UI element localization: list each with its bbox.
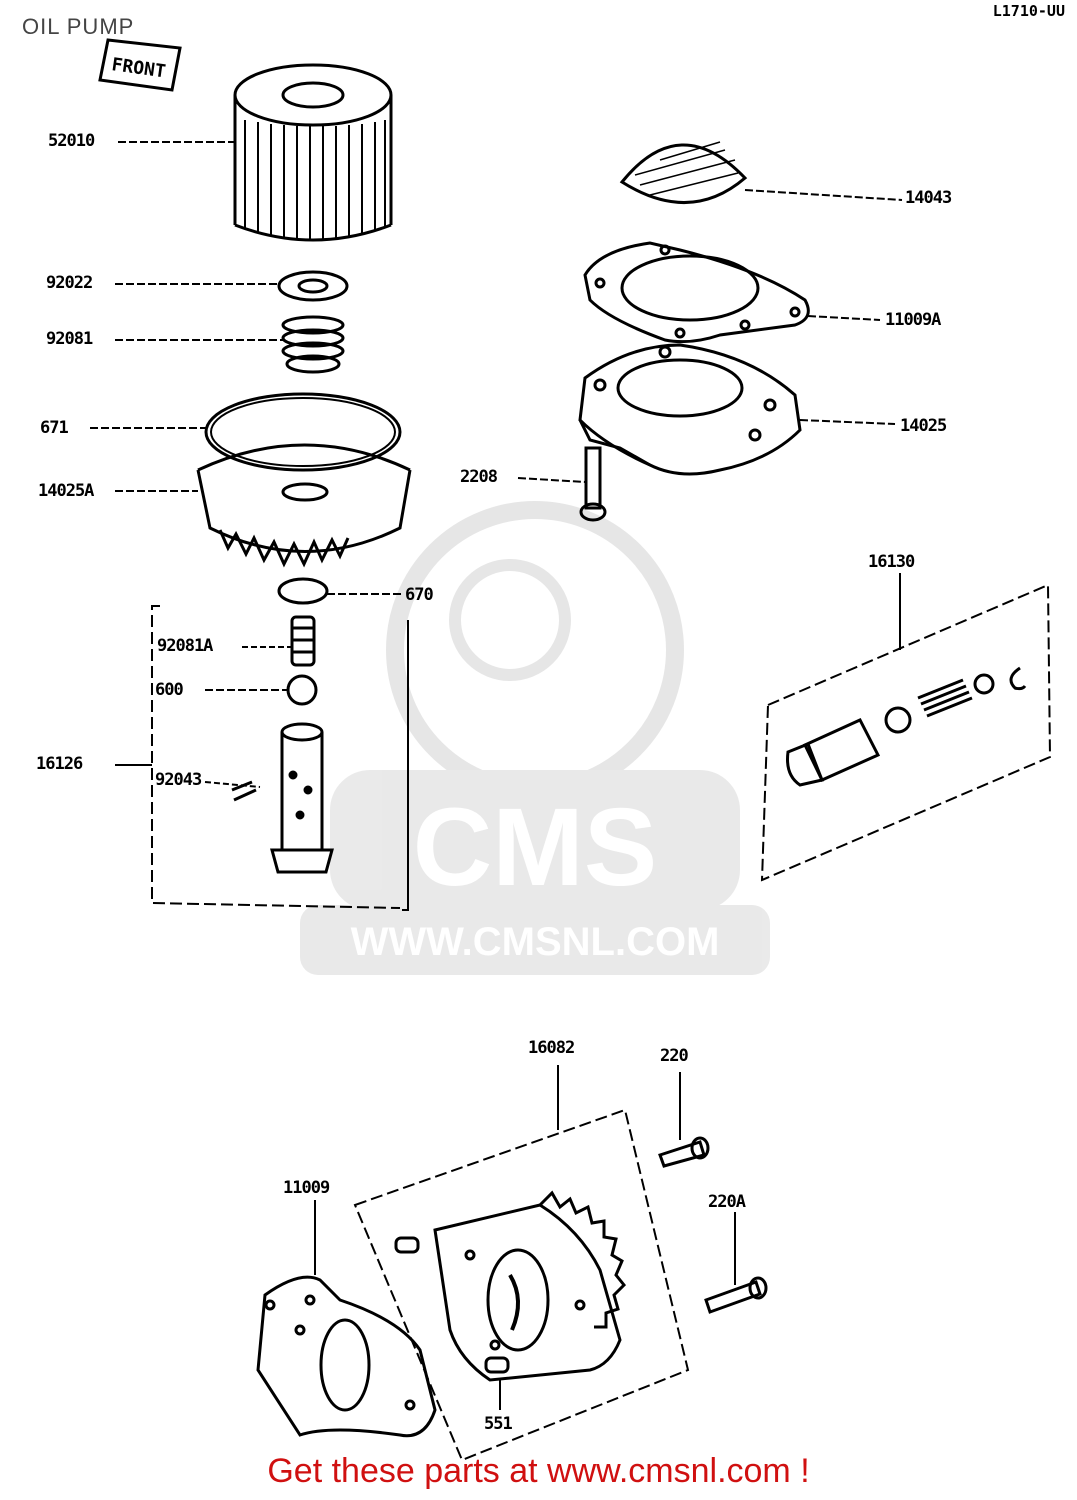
bolt-icon [579, 446, 607, 522]
pump-cover-icon [578, 343, 802, 476]
label-11009: 11009 [283, 1178, 330, 1198]
label-551: 551 [484, 1414, 513, 1434]
oil-screen-icon [619, 141, 748, 204]
label-14043: 14043 [905, 188, 952, 208]
bolt-220a-icon [704, 1276, 768, 1314]
label-670: 670 [405, 585, 434, 605]
label-16130: 16130 [868, 552, 915, 572]
label-92081: 92081 [46, 329, 93, 349]
bolt-220-icon [658, 1136, 710, 1168]
label-14025: 14025 [900, 416, 947, 436]
o-ring-small-icon [277, 577, 329, 605]
label-52010: 52010 [48, 131, 95, 151]
valve-body-icon [270, 722, 334, 874]
diagram-title: OIL PUMP [22, 14, 135, 39]
o-ring-large-icon [204, 392, 402, 472]
label-16082: 16082 [528, 1038, 575, 1058]
ball-icon [286, 674, 318, 706]
gasket-icon [583, 241, 810, 344]
watermark-logo: CMS WWW.CMSNL.COM [300, 501, 770, 975]
label-11009A: 11009A [885, 310, 941, 330]
label-220: 220 [660, 1046, 689, 1066]
washer-icon [277, 270, 349, 302]
diagram-code: L1710-UU [992, 2, 1065, 20]
label-671: 671 [40, 418, 69, 438]
label-92043: 92043 [155, 770, 202, 790]
front-tag-icon: FRONT [98, 38, 182, 92]
label-92081A: 92081A [157, 636, 213, 656]
label-92022: 92022 [46, 273, 93, 293]
relief-valve-icon [786, 666, 1027, 787]
oil-filter-icon [233, 63, 393, 242]
spring-small-icon [290, 615, 316, 667]
watermark-brand: CMS [413, 786, 657, 909]
label-600: 600 [155, 680, 184, 700]
oil-pump-icon [394, 1190, 627, 1382]
label-220A: 220A [708, 1192, 746, 1212]
label-14025A: 14025A [38, 481, 94, 501]
label-16126: 16126 [36, 754, 83, 774]
filter-cover-icon [196, 443, 412, 568]
label-2208: 2208 [460, 467, 498, 487]
spring-icon [281, 315, 345, 374]
watermark-url: WWW.CMSNL.COM [351, 920, 720, 964]
footer-link[interactable]: Get these parts at www.cmsnl.com ! [267, 1452, 810, 1490]
pump-gasket-icon [256, 1275, 437, 1438]
